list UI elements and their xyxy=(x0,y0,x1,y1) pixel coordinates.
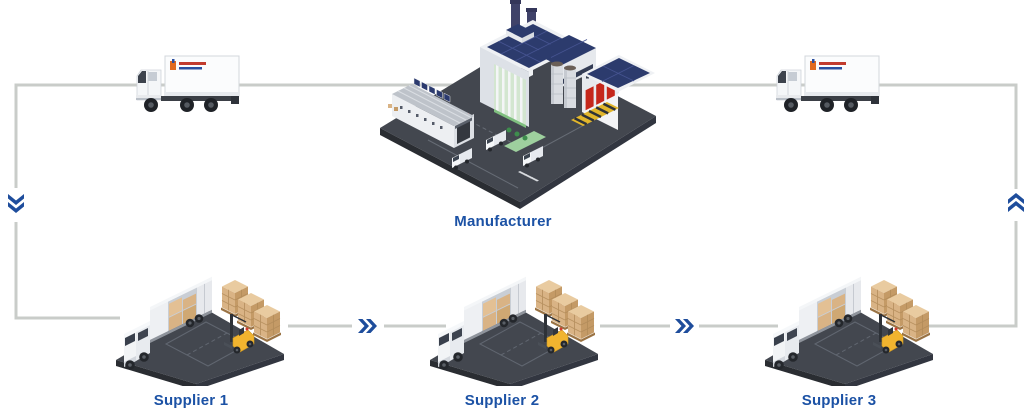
manufacturer-node xyxy=(368,0,662,212)
supplier1-node xyxy=(108,264,294,386)
supplier2-node xyxy=(422,264,608,386)
supplier3-node xyxy=(757,264,943,386)
flow-right-chevron-1 xyxy=(358,319,377,333)
flow-down-chevron xyxy=(8,194,24,213)
line-left-bottom xyxy=(14,222,120,320)
line-right-bottom xyxy=(928,221,1018,328)
flow-right-chevron-2 xyxy=(675,319,694,333)
supplier2-label: Supplier 2 xyxy=(464,392,540,409)
flow-up-chevron xyxy=(1008,193,1024,212)
supplier1-label: Supplier 1 xyxy=(153,392,229,409)
box-truck-right xyxy=(771,52,883,114)
supplier3-label: Supplier 3 xyxy=(801,392,877,409)
box-truck-left xyxy=(131,52,243,114)
manufacturer-label: Manufacturer xyxy=(454,213,552,230)
